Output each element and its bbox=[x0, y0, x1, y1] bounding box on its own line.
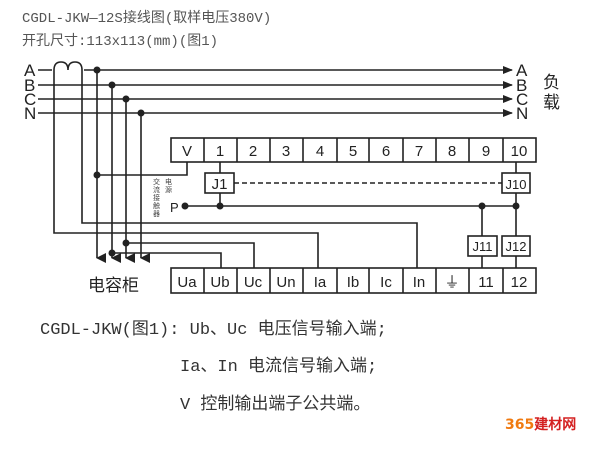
terminal-8: 8 bbox=[448, 143, 456, 160]
terminal-Ua: Ua bbox=[177, 274, 197, 291]
note-line-1: CGDL-JKW(图1): Ub、Uc 电压信号输入端; bbox=[40, 319, 387, 340]
diagram-title: CGDL-JKW—12S接线图(取样电压380V) bbox=[22, 9, 271, 27]
terminal-Un: Un bbox=[276, 274, 295, 291]
cutout-size: 开孔尺寸:113x113(mm)(图1) bbox=[22, 33, 218, 50]
terminal-1: 1 bbox=[216, 143, 224, 160]
p-label: P bbox=[170, 200, 179, 215]
phase-labels-right: A B C N bbox=[516, 61, 528, 123]
svg-text:B: B bbox=[516, 76, 527, 95]
svg-text:源: 源 bbox=[165, 185, 172, 194]
terminal-5: 5 bbox=[349, 143, 357, 160]
terminal-10: 10 bbox=[511, 143, 528, 160]
relay-j11: J11 bbox=[473, 239, 493, 254]
svg-text:电: 电 bbox=[165, 177, 172, 186]
bus-lines bbox=[38, 61, 512, 117]
ground-icon: ⏚ bbox=[444, 274, 459, 291]
terminal-Uc: Uc bbox=[244, 274, 263, 291]
terminal-V: V bbox=[182, 143, 192, 160]
terminal-Ub: Ub bbox=[210, 274, 229, 291]
note-line-3: V 控制输出端子公共端。 bbox=[180, 394, 370, 415]
svg-text:接: 接 bbox=[153, 193, 160, 202]
svg-text:N: N bbox=[516, 104, 528, 123]
svg-text:器: 器 bbox=[153, 210, 160, 218]
terminal-3: 3 bbox=[282, 143, 290, 160]
svg-text:载: 载 bbox=[543, 93, 560, 112]
terminal-12: 12 bbox=[511, 274, 528, 291]
relay-j1: J1 bbox=[212, 176, 228, 193]
svg-text:C: C bbox=[516, 90, 528, 109]
watermark-number: 365 bbox=[505, 417, 535, 433]
feeder-wires bbox=[53, 66, 418, 268]
note-line-2: Ia、In 电流信号输入端; bbox=[180, 356, 377, 377]
terminal-In: In bbox=[413, 274, 426, 291]
relay-j12: J12 bbox=[506, 239, 527, 254]
svg-text:A: A bbox=[24, 61, 36, 80]
watermark-logo: 365建材网 bbox=[505, 414, 576, 434]
terminal-Ia: Ia bbox=[314, 274, 327, 291]
terminal-7: 7 bbox=[415, 143, 423, 160]
terminal-4: 4 bbox=[316, 143, 324, 160]
svg-text:B: B bbox=[24, 76, 35, 95]
svg-text:C: C bbox=[24, 90, 36, 109]
terminal-6: 6 bbox=[382, 143, 390, 160]
terminal-Ic: Ic bbox=[380, 274, 392, 291]
terminal-11: 11 bbox=[478, 274, 494, 291]
bottom-terminal-row: Ua Ub Uc Un Ia Ib Ic In ⏚ 11 12 bbox=[170, 267, 537, 294]
contactor-label: 交 流 接 触 器 bbox=[153, 177, 160, 218]
top-terminal-row: V 1 2 3 4 5 6 7 8 9 10 bbox=[170, 137, 537, 163]
svg-text:A: A bbox=[516, 61, 528, 80]
svg-text:N: N bbox=[24, 104, 36, 123]
power-label: 电 源 bbox=[165, 177, 172, 194]
relay-j10: J10 bbox=[506, 177, 527, 192]
capacitor-cabinet-label: 电容柜 bbox=[88, 276, 139, 295]
load-label: 负 载 bbox=[543, 73, 560, 112]
terminal-9: 9 bbox=[482, 143, 490, 160]
terminal-Ib: Ib bbox=[347, 274, 360, 291]
current-transformer-coil bbox=[53, 61, 83, 71]
terminal-2: 2 bbox=[249, 143, 257, 160]
phase-labels-left: A B C N bbox=[24, 61, 36, 123]
svg-text:负: 负 bbox=[543, 73, 560, 92]
svg-text:触: 触 bbox=[153, 201, 160, 210]
relay-wiring: J1 J10 J11 J12 P bbox=[170, 162, 531, 268]
watermark-text: 建材网 bbox=[534, 417, 577, 433]
svg-text:流: 流 bbox=[153, 185, 160, 194]
svg-text:交: 交 bbox=[153, 177, 160, 186]
